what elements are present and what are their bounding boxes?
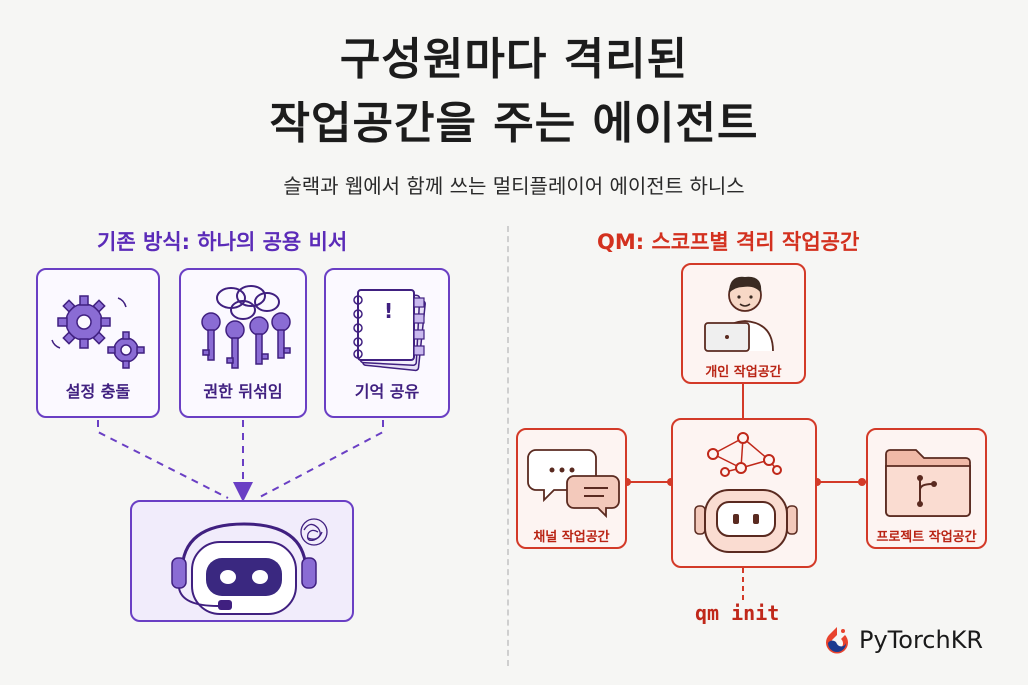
chat-bubbles-icon	[527, 449, 620, 519]
section-divider	[507, 226, 509, 666]
title-line-1: 구성원마다 격리된	[339, 34, 689, 85]
pytorchkr-logo	[826, 627, 848, 654]
title-line-2: 작업공간을 주는 에이전트	[269, 98, 759, 149]
project-workspace-node: 프로젝트 작업공간	[866, 428, 987, 549]
node-label: 프로젝트 작업공간	[876, 530, 977, 545]
keys-icon	[201, 285, 291, 369]
settings-conflict-card: 설정 충돌	[36, 268, 160, 418]
channel-workspace-node: 채널 작업공간	[516, 428, 627, 549]
left-section-heading: 기존 방식: 하나의 공용 비서	[97, 230, 348, 254]
card-label: 권한 뒤섞임	[203, 382, 283, 401]
network-robot-icon	[694, 432, 798, 553]
person-laptop-icon	[704, 276, 774, 352]
svg-text:!: !	[384, 299, 393, 323]
notebook-icon: !	[353, 289, 426, 372]
qm-agent-node	[671, 418, 817, 568]
command-label: qm init	[695, 601, 780, 625]
card-label: 기억 공유	[354, 382, 420, 401]
shared-assistant-card	[130, 500, 354, 622]
brand: PyTorchKR	[823, 624, 983, 656]
gears-icon	[51, 295, 145, 369]
node-label: 개인 작업공간	[705, 365, 782, 380]
personal-workspace-node: 개인 작업공간	[681, 263, 806, 384]
permission-mixup-card: 권한 뒤섞임	[179, 268, 307, 418]
right-section-heading: QM: 스코프별 격리 작업공간	[597, 230, 860, 254]
subtitle: 슬랙과 웹에서 함께 쓰는 멀티플레이어 에이전트 하니스	[283, 174, 745, 198]
folder-branch-icon	[885, 449, 971, 517]
memory-sharing-card: ! 기억 공유	[324, 268, 450, 418]
node-label: 채널 작업공간	[533, 530, 610, 545]
headset-robot-icon	[171, 518, 328, 615]
card-label: 설정 충돌	[65, 382, 131, 401]
brand-name: PyTorchKR	[859, 626, 984, 654]
